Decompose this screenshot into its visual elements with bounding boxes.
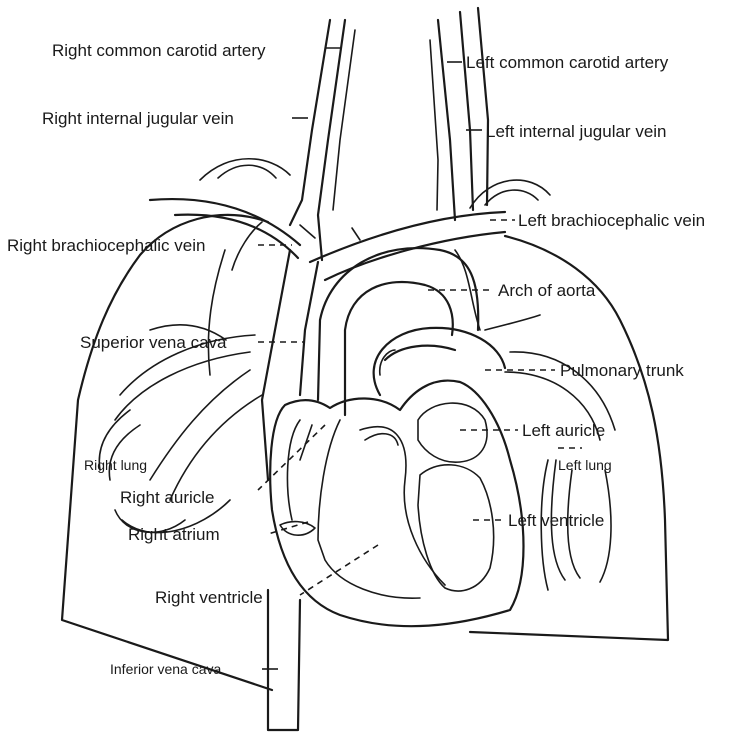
label-right-auricle: Right auricle [120,488,215,507]
label-right-brachiocephalic-vein: Right brachiocephalic vein [7,236,205,255]
label-right-internal-jugular-vein: Right internal jugular vein [42,109,234,128]
label-right-lung: Right lung [84,457,147,473]
label-left-ventricle: Left ventricle [508,511,604,530]
left-lung-drawing [455,180,668,640]
label-superior-vena-cava: Superior vena cava [80,333,227,352]
inferior-vena-cava-drawing [268,590,300,730]
label-right-atrium: Right atrium [128,525,220,544]
label-right-common-carotid-artery: Right common carotid artery [52,41,266,60]
label-left-common-carotid-artery: Left common carotid artery [466,53,669,72]
label-left-brachiocephalic-vein: Left brachiocephalic vein [518,211,705,230]
label-right-ventricle: Right ventricle [155,588,263,607]
label-pulmonary-trunk: Pulmonary trunk [560,361,684,380]
label-left-lung: Left lung [558,457,612,473]
label-left-auricle: Left auricle [522,421,605,440]
label-left-internal-jugular-vein: Left internal jugular vein [486,122,667,141]
label-inferior-vena-cava: Inferior vena cava [110,661,221,677]
leader-lines [258,48,582,669]
label-arch-of-aorta: Arch of aorta [498,281,596,300]
